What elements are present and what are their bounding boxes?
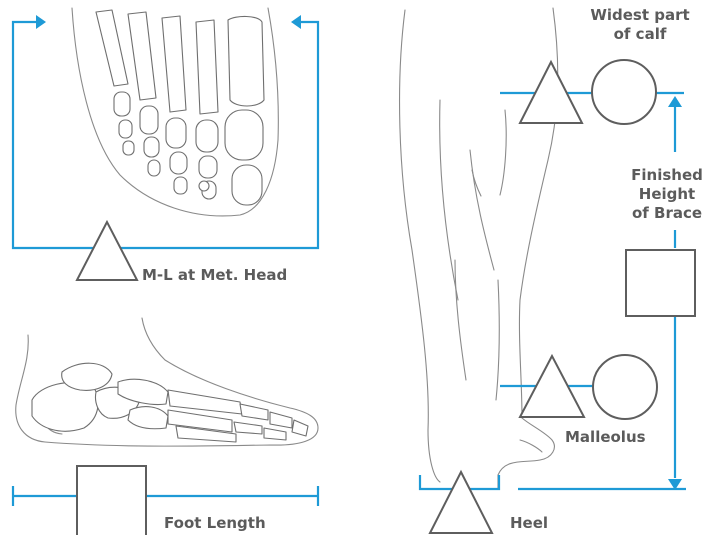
foot-top-view-illustration xyxy=(72,8,278,216)
foot-length-square-symbol xyxy=(77,466,146,535)
foot-length-label: Foot Length xyxy=(164,514,266,533)
calf-circle-symbol xyxy=(592,60,656,124)
widest-calf-label-line1: Widest part xyxy=(580,6,700,25)
widest-calf-label-line2: of calf xyxy=(580,25,700,44)
finished-height-label-line3: of Brace xyxy=(612,204,715,223)
ml-met-head-label: M-L at Met. Head xyxy=(142,266,287,285)
finished-height-label-line2: Height xyxy=(612,185,715,204)
finished-height-square-symbol xyxy=(626,250,695,316)
widest-calf-label: Widest part of calf xyxy=(580,6,700,44)
foot-side-view-illustration xyxy=(16,318,318,446)
finished-height-label-line1: Finished xyxy=(612,166,715,185)
heel-label: Heel xyxy=(510,514,548,533)
foot-length-measure-line xyxy=(13,486,318,506)
malleolus-label: Malleolus xyxy=(565,428,646,447)
malleolus-circle-symbol xyxy=(593,355,657,419)
finished-height-label: Finished Height of Brace xyxy=(612,166,715,223)
ml-met-head-triangle-symbol xyxy=(77,222,137,280)
